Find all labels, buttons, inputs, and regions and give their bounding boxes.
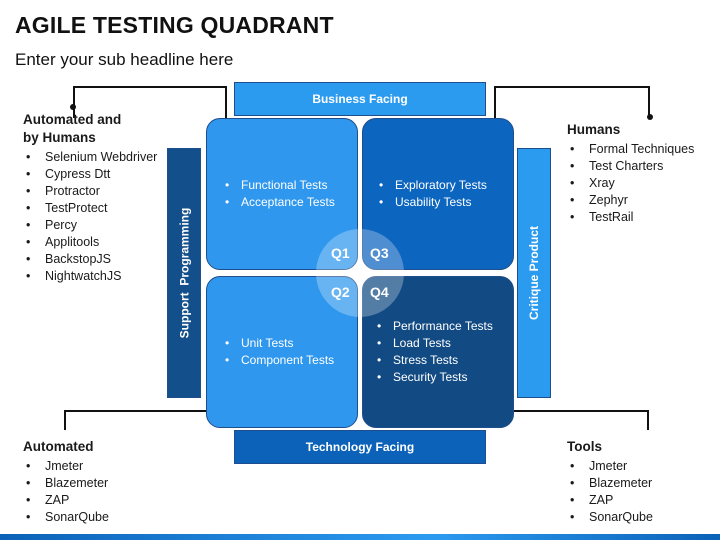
quadrant-q3-list: Exploratory Tests Usability Tests xyxy=(373,177,487,211)
critique-product-bar: Critique Product xyxy=(517,148,551,398)
list-item: SonarQube xyxy=(567,509,717,526)
critique-product-label: Critique Product xyxy=(527,225,542,321)
list-item: Selenium Webdriver xyxy=(23,149,163,166)
tools-automated-and-humans: Automated and by Humans Selenium Webdriv… xyxy=(23,111,163,285)
side-list: Formal Techniques Test Charters Xray Zep… xyxy=(567,141,717,226)
list-item: TestRail xyxy=(567,209,717,226)
side-heading: Automated and by Humans xyxy=(23,111,163,147)
list-item: BackstopJS xyxy=(23,251,163,268)
page-title: AGILE TESTING QUADRANT xyxy=(15,12,334,38)
side-heading-line: Automated and xyxy=(23,112,122,127)
list-item: Formal Techniques xyxy=(567,141,717,158)
quadrant-q1-list: Functional Tests Acceptance Tests xyxy=(219,177,335,211)
list-item: Jmeter xyxy=(567,458,717,475)
bottom-accent-strip xyxy=(0,534,720,540)
quadrant-q4-list: Performance Tests Load Tests Stress Test… xyxy=(371,318,493,386)
quadrant-item: Load Tests xyxy=(371,335,493,352)
connector-dot-top-left xyxy=(70,104,76,110)
side-list: Jmeter Blazemeter ZAP SonarQube xyxy=(567,458,717,526)
tools-humans: Humans Formal Techniques Test Charters X… xyxy=(567,121,717,226)
list-item: Blazemeter xyxy=(23,475,173,492)
side-heading: Humans xyxy=(567,122,621,137)
quadrant-item: Exploratory Tests xyxy=(373,177,487,194)
list-item: ZAP xyxy=(23,492,173,509)
quadrant-label-q2: Q2 xyxy=(331,284,350,300)
quadrant-item: Usability Tests xyxy=(373,194,487,211)
quadrant-q2: Unit Tests Component Tests xyxy=(206,276,358,428)
quadrant-item: Functional Tests xyxy=(219,177,335,194)
technology-facing-label: Technology Facing xyxy=(305,440,415,454)
connector-bottom-left xyxy=(64,410,227,430)
list-item: Xray xyxy=(567,175,717,192)
side-heading: Tools xyxy=(567,439,602,454)
connector-bottom-right xyxy=(494,410,649,430)
list-item: Protractor xyxy=(23,183,163,200)
quadrant-q4: Performance Tests Load Tests Stress Test… xyxy=(362,276,514,428)
list-item: Test Charters xyxy=(567,158,717,175)
connector-top-left xyxy=(73,86,227,118)
side-list: Selenium Webdriver Cypress Dtt Protracto… xyxy=(23,149,163,285)
list-item: ZAP xyxy=(567,492,717,509)
tools-automated: Automated Jmeter Blazemeter ZAP SonarQub… xyxy=(23,438,173,526)
support-programming-label: Support Programming xyxy=(177,207,192,339)
quadrant-item: Unit Tests xyxy=(219,335,334,352)
list-item: Cypress Dtt xyxy=(23,166,163,183)
connector-top-right xyxy=(494,86,650,118)
list-item: Applitools xyxy=(23,234,163,251)
list-item: Jmeter xyxy=(23,458,173,475)
quadrant-q3: Exploratory Tests Usability Tests xyxy=(362,118,514,270)
quadrant-item: Stress Tests xyxy=(371,352,493,369)
technology-facing-bar: Technology Facing xyxy=(234,430,486,464)
quadrant-label-q4: Q4 xyxy=(370,284,389,300)
connector-dot-top-right xyxy=(647,114,653,120)
list-item: Zephyr xyxy=(567,192,717,209)
side-heading: Automated xyxy=(23,439,94,454)
quadrant-q2-list: Unit Tests Component Tests xyxy=(219,335,334,369)
quadrant-label-q3: Q3 xyxy=(370,245,389,261)
business-facing-label: Business Facing xyxy=(312,92,408,106)
list-item: SonarQube xyxy=(23,509,173,526)
business-facing-bar: Business Facing xyxy=(234,82,486,116)
list-item: TestProtect xyxy=(23,200,163,217)
tools-tools: Tools Jmeter Blazemeter ZAP SonarQube xyxy=(567,438,717,526)
quadrant-item: Acceptance Tests xyxy=(219,194,335,211)
quadrant-item: Security Tests xyxy=(371,369,493,386)
list-item: NightwatchJS xyxy=(23,268,163,285)
page-subtitle: Enter your sub headline here xyxy=(15,50,234,69)
quadrant-item: Performance Tests xyxy=(371,318,493,335)
support-programming-bar: Support Programming xyxy=(167,148,201,398)
quadrant-item: Component Tests xyxy=(219,352,334,369)
side-list: Jmeter Blazemeter ZAP SonarQube xyxy=(23,458,173,526)
list-item: Blazemeter xyxy=(567,475,717,492)
quadrant-q1: Functional Tests Acceptance Tests xyxy=(206,118,358,270)
center-circle xyxy=(316,229,404,317)
quadrant-label-q1: Q1 xyxy=(331,245,350,261)
list-item: Percy xyxy=(23,217,163,234)
side-heading-line: by Humans xyxy=(23,130,96,145)
